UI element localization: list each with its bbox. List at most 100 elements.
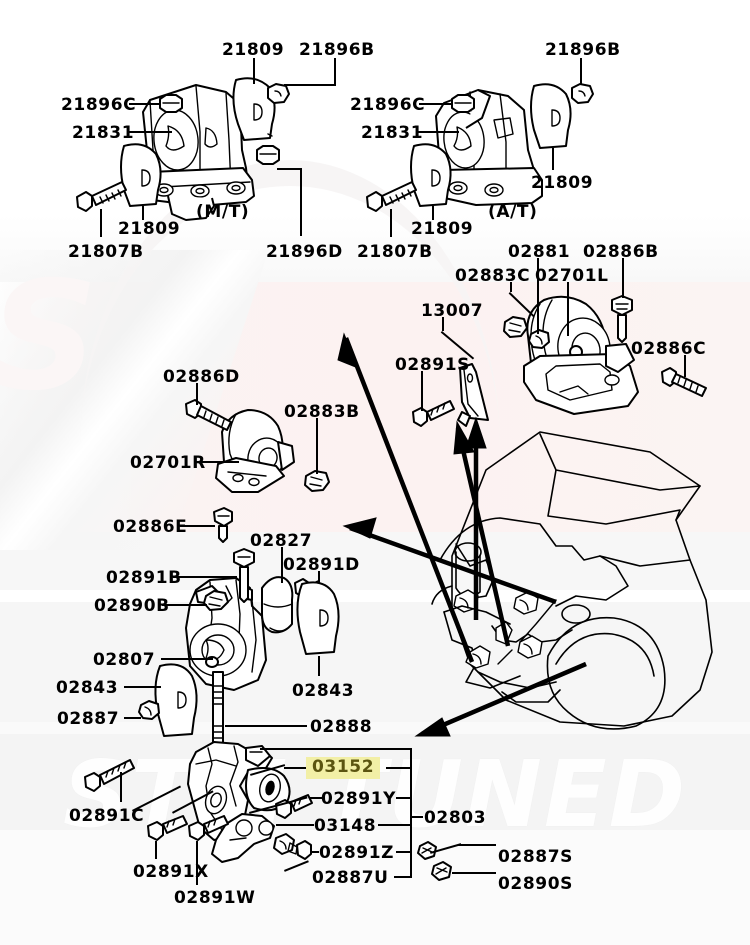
- part-label-02887U[interactable]: 02887U: [312, 868, 389, 888]
- part-label-02891S[interactable]: 02891S: [395, 355, 470, 375]
- part-label-02891X[interactable]: 02891X: [133, 862, 209, 882]
- leader-02891Y-right: [396, 797, 412, 799]
- part-label-02886B[interactable]: 02886B: [583, 242, 659, 262]
- bolt-02891C: [85, 760, 134, 791]
- shield-02843-right: [297, 582, 338, 654]
- nut-02887S: [418, 842, 436, 859]
- bolt-02891W: [189, 816, 228, 840]
- nut-02887: [139, 701, 159, 719]
- nut-21896B-at: [572, 84, 593, 103]
- leader-02891Z-right: [396, 851, 412, 853]
- leader-03148-right: [378, 824, 412, 826]
- leader-21809-d: [432, 206, 434, 220]
- leader-02891B: [173, 576, 237, 578]
- part-label-21809-d[interactable]: 21809: [411, 219, 474, 239]
- damper-02827: [262, 577, 292, 632]
- leader-02887: [124, 717, 141, 719]
- nut-21896D: [257, 146, 279, 164]
- part-label-02886E[interactable]: 02886E: [113, 517, 188, 537]
- part-label-13007[interactable]: 13007: [421, 301, 484, 321]
- leader-21896D2: [277, 168, 302, 170]
- leader-02827: [281, 547, 283, 583]
- leader-02881: [537, 258, 539, 334]
- washer-21809-at-upper: [531, 84, 571, 148]
- part-label-02891D[interactable]: 02891D: [283, 555, 360, 575]
- part-label-02891C[interactable]: 02891C: [69, 806, 145, 826]
- leader-21896D: [300, 168, 302, 236]
- mount-02701L: [524, 297, 638, 414]
- bolt-02886D: [186, 400, 231, 430]
- part-label-02803[interactable]: 02803: [424, 808, 487, 828]
- part-label-02887[interactable]: 02887: [57, 709, 120, 729]
- part-label-02881[interactable]: 02881: [508, 242, 571, 262]
- part-label-02843-a[interactable]: 02843: [56, 678, 119, 698]
- leader-02886C: [684, 355, 686, 377]
- leader-02891D: [318, 571, 320, 583]
- leader-21809-a: [253, 58, 255, 84]
- leader-02883B: [316, 418, 318, 474]
- part-label-21896C[interactable]: 21896C: [61, 95, 137, 115]
- part-label-02807[interactable]: 02807: [93, 650, 156, 670]
- part-label-03148[interactable]: 03148: [314, 816, 377, 836]
- shield-02843-left: [155, 664, 196, 736]
- leader-02891X: [155, 841, 157, 859]
- bolt-21807B-at: [367, 182, 416, 211]
- part-label-02891B[interactable]: 02891B: [106, 568, 182, 588]
- part-label-02890S[interactable]: 02890S: [498, 874, 573, 894]
- part-label-02843-b[interactable]: 02843: [292, 681, 355, 701]
- part-label-21831-b[interactable]: 21831: [361, 123, 424, 143]
- part-label-21807B[interactable]: 21807B: [68, 242, 144, 262]
- part-label-03152-highlighted[interactable]: 03152: [306, 757, 381, 779]
- bolt-02886E: [214, 508, 232, 542]
- part-label-21807B-b[interactable]: 21807B: [357, 242, 433, 262]
- location-arrows: [338, 334, 586, 736]
- leader-02891Y-left: [310, 797, 322, 799]
- part-label-21896D[interactable]: 21896D: [266, 242, 343, 262]
- part-label-02701R[interactable]: 02701R: [130, 453, 206, 473]
- part-label-02891Y[interactable]: 02891Y: [321, 789, 397, 809]
- part-label-02887S[interactable]: 02887S: [498, 847, 573, 867]
- part-label-02827[interactable]: 02827: [250, 531, 313, 551]
- part-label-02891Z[interactable]: 02891Z: [319, 843, 395, 863]
- part-label-21809-b[interactable]: 21809: [118, 219, 181, 239]
- leader-21896C-at: [419, 103, 452, 105]
- group-bracket-02803: [410, 748, 412, 878]
- leader-02887U-right: [394, 876, 412, 878]
- leader-02701R: [197, 461, 239, 463]
- washer-21809-mt-lower: [121, 144, 161, 206]
- part-label-02701L[interactable]: 02701L: [535, 266, 609, 286]
- part-label-02890B[interactable]: 02890B: [94, 596, 170, 616]
- nut-02890S: [432, 862, 451, 880]
- nut-02883C: [504, 317, 527, 337]
- leader-02886B: [622, 258, 624, 298]
- part-label-02886D[interactable]: 02886D: [163, 367, 240, 387]
- part-label-02888[interactable]: 02888: [310, 717, 373, 737]
- part-label-21896B-b[interactable]: 21896B: [545, 40, 621, 60]
- part-label-21809[interactable]: 21809: [222, 40, 285, 60]
- part-label-02891W[interactable]: 02891W: [174, 888, 256, 908]
- leader-02891W: [196, 841, 198, 885]
- group-bracket-top: [260, 748, 412, 750]
- part-label-21896B[interactable]: 21896B: [299, 40, 375, 60]
- leader-02887S: [458, 844, 496, 846]
- leader-02890B: [162, 604, 207, 606]
- washer-21809-mt-upper: [233, 78, 274, 140]
- part-label-21809-c[interactable]: 21809: [531, 173, 594, 193]
- part-label-02883B[interactable]: 02883B: [284, 402, 360, 422]
- bolt-02891S: [413, 401, 454, 426]
- part-label-02883C[interactable]: 02883C: [455, 266, 531, 286]
- part-label-21831[interactable]: 21831: [72, 123, 135, 143]
- leader-02843-a: [124, 686, 161, 688]
- part-label-21896C-b[interactable]: 21896C: [350, 95, 426, 115]
- washer-21809-at-lower: [411, 144, 451, 206]
- leader-02807: [161, 658, 213, 660]
- leader-21809-c: [552, 148, 554, 170]
- leader-02888: [225, 725, 307, 727]
- part-label-02886C[interactable]: 02886C: [631, 339, 707, 359]
- nut-21896C-mt: [160, 95, 182, 112]
- leader-21807B-a: [100, 209, 102, 237]
- leader-03148-left: [276, 824, 314, 826]
- bolt-02891Z: [288, 841, 311, 859]
